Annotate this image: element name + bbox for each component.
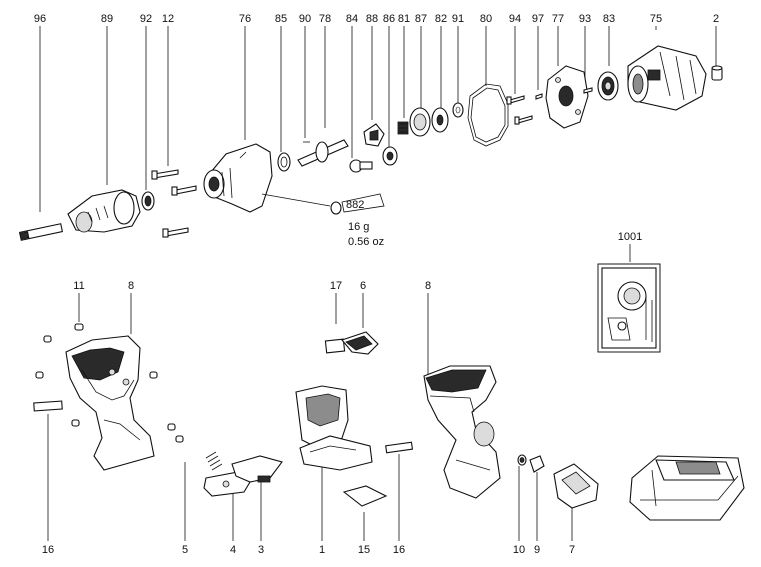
part-97-pin bbox=[535, 93, 543, 100]
part-85-ring bbox=[277, 152, 291, 172]
part-10-ring bbox=[517, 454, 527, 466]
callout-96: 96 bbox=[34, 13, 46, 25]
part-92-ring bbox=[141, 191, 155, 211]
callout-9: 9 bbox=[534, 544, 540, 556]
part-75-motor bbox=[627, 45, 707, 111]
part-5-spring bbox=[205, 451, 223, 471]
spec-part-number: 882 bbox=[346, 199, 364, 211]
part-76-gear-housing bbox=[203, 143, 273, 213]
part-77-motor-flange bbox=[545, 65, 589, 129]
callout-86: 86 bbox=[383, 13, 395, 25]
callout-77: 77 bbox=[552, 13, 564, 25]
callout-1: 1 bbox=[319, 544, 325, 556]
part-2-nut bbox=[711, 65, 723, 81]
callout-92: 92 bbox=[140, 13, 152, 25]
part-8-housing-right bbox=[423, 365, 501, 499]
battery-pack bbox=[629, 455, 745, 521]
callout-7: 7 bbox=[569, 544, 575, 556]
part-88-clutch bbox=[363, 123, 385, 147]
callout-5: 5 bbox=[182, 544, 188, 556]
callout-82: 82 bbox=[435, 13, 447, 25]
part-96-bit-holder bbox=[18, 223, 64, 241]
spec-weight-grams: 16 g bbox=[348, 221, 369, 233]
part-12-screws bbox=[151, 169, 197, 238]
spec-weight-ounces: 0.56 oz bbox=[348, 236, 384, 248]
callout-8a: 8 bbox=[128, 280, 134, 292]
callout-87: 87 bbox=[415, 13, 427, 25]
part-91-washer bbox=[452, 102, 464, 118]
part-81-spring bbox=[397, 121, 409, 135]
part-11-screws bbox=[35, 323, 184, 443]
callout-2: 2 bbox=[713, 13, 719, 25]
callout-15: 15 bbox=[358, 544, 370, 556]
callout-10: 10 bbox=[513, 544, 525, 556]
callout-11: 11 bbox=[73, 280, 84, 292]
callout-88: 88 bbox=[366, 13, 378, 25]
callout-12: 12 bbox=[162, 13, 174, 25]
part-9-plug bbox=[529, 455, 545, 473]
part-882-grease bbox=[261, 193, 385, 215]
part-89-nosepiece bbox=[67, 189, 141, 233]
part-83-bearing bbox=[597, 71, 619, 101]
callout-91: 91 bbox=[452, 13, 464, 25]
part-1001-inset bbox=[597, 263, 661, 353]
part-8-housing-left bbox=[65, 335, 155, 471]
callout-1001: 1001 bbox=[618, 231, 642, 243]
part-94-screws bbox=[506, 95, 533, 125]
part-84-shaft bbox=[349, 159, 373, 173]
callout-16a: 16 bbox=[42, 544, 54, 556]
callout-81: 81 bbox=[398, 13, 410, 25]
callout-80: 80 bbox=[480, 13, 492, 25]
part-82-gear bbox=[431, 107, 449, 133]
part-3-switch-plate bbox=[231, 455, 283, 483]
callout-89: 89 bbox=[101, 13, 113, 25]
callout-3: 3 bbox=[258, 544, 264, 556]
part-6-button bbox=[341, 331, 379, 355]
part-7-belt-clip bbox=[553, 463, 599, 509]
callout-76: 76 bbox=[239, 13, 251, 25]
callout-4: 4 bbox=[230, 544, 236, 556]
callout-16b: 16 bbox=[393, 544, 405, 556]
callout-83: 83 bbox=[603, 13, 615, 25]
part-80-gasket bbox=[467, 83, 509, 147]
callout-78: 78 bbox=[319, 13, 331, 25]
callout-85: 85 bbox=[275, 13, 287, 25]
callout-8b: 8 bbox=[425, 280, 431, 292]
part-78-spindle bbox=[297, 139, 349, 167]
callout-93: 93 bbox=[579, 13, 591, 25]
callout-75: 75 bbox=[650, 13, 662, 25]
part-17-label bbox=[324, 338, 346, 354]
callout-17: 17 bbox=[330, 280, 342, 292]
part-16-label-right bbox=[385, 441, 414, 454]
callout-6: 6 bbox=[360, 280, 366, 292]
callout-84: 84 bbox=[346, 13, 358, 25]
callout-97: 97 bbox=[532, 13, 544, 25]
callout-90: 90 bbox=[299, 13, 311, 25]
part-16-label-left bbox=[33, 400, 63, 412]
part-86-gear bbox=[382, 146, 398, 166]
callout-94: 94 bbox=[509, 13, 521, 25]
part-15-label bbox=[342, 485, 388, 507]
part-1-switch bbox=[295, 385, 373, 471]
part-87-gear bbox=[409, 107, 431, 137]
part-93-screw bbox=[583, 87, 593, 94]
